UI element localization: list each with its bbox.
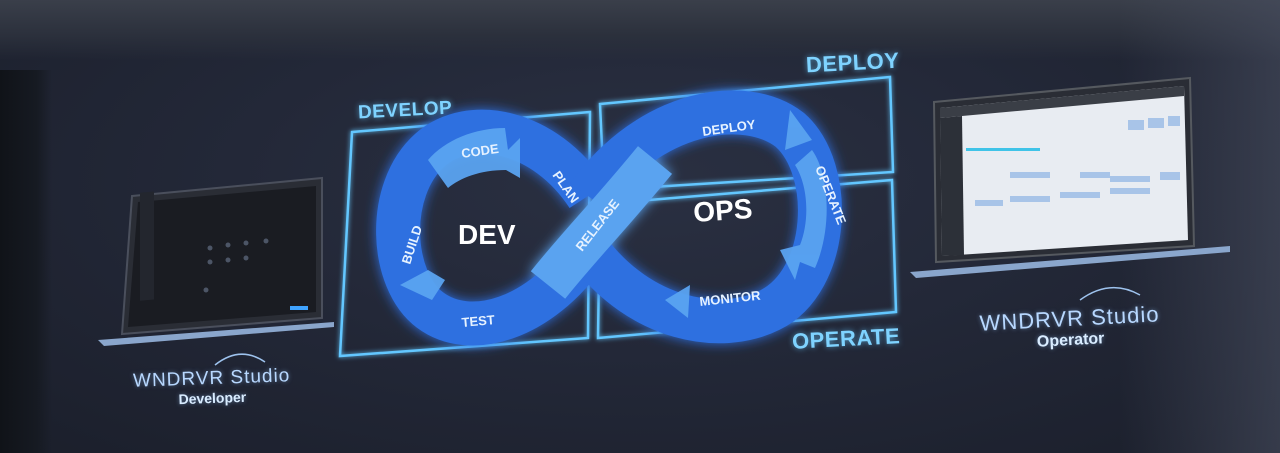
stage-code: CODE xyxy=(460,141,500,161)
stage-test: TEST xyxy=(461,312,495,330)
ops-label: OPS xyxy=(692,193,753,228)
ceiling xyxy=(0,0,1280,60)
loop-left-ring xyxy=(376,109,607,346)
operate-segment xyxy=(780,150,827,280)
stage-deploy: DEPLOY xyxy=(701,117,756,139)
build-arrow xyxy=(400,270,445,300)
dev-label: DEV xyxy=(458,219,516,250)
section-deploy: DEPLOY xyxy=(805,47,901,78)
loop-cross-band xyxy=(530,146,673,299)
deploy-arrow xyxy=(785,110,812,150)
operator-arc xyxy=(1079,286,1141,301)
developer-caption: WNDRVR Studio Developer xyxy=(131,365,292,409)
monitor-arrow xyxy=(665,285,690,318)
left-wall xyxy=(0,70,52,453)
developer-arc xyxy=(214,353,266,366)
operator-laptop xyxy=(910,76,1230,278)
developer-laptop xyxy=(98,176,334,346)
code-segment xyxy=(428,128,520,188)
stage-monitor: MONITOR xyxy=(699,288,762,309)
